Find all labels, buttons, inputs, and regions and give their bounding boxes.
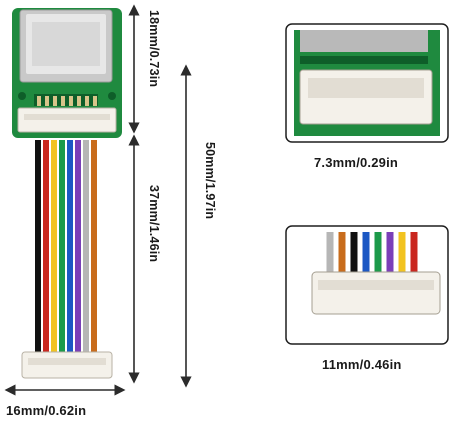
pcb-pins bbox=[37, 96, 97, 106]
board-width-label: 16mm/0.62in bbox=[6, 403, 87, 418]
inset-connector-small bbox=[285, 23, 449, 143]
cable-length-label: 37mm/1.46in bbox=[147, 185, 161, 263]
dimension-lines bbox=[4, 4, 192, 396]
connector-small-label: 7.3mm/0.29in bbox=[314, 155, 399, 170]
total-height-label: 50mm/1.97in bbox=[203, 142, 217, 220]
inset-connector-large bbox=[285, 225, 449, 345]
pcb-module bbox=[12, 8, 122, 138]
bottom-connector bbox=[21, 351, 113, 379]
wire-bundle bbox=[35, 140, 97, 352]
connector-large-label: 11mm/0.46in bbox=[322, 357, 402, 372]
module-height-label: 18mm/0.73in bbox=[147, 10, 161, 88]
